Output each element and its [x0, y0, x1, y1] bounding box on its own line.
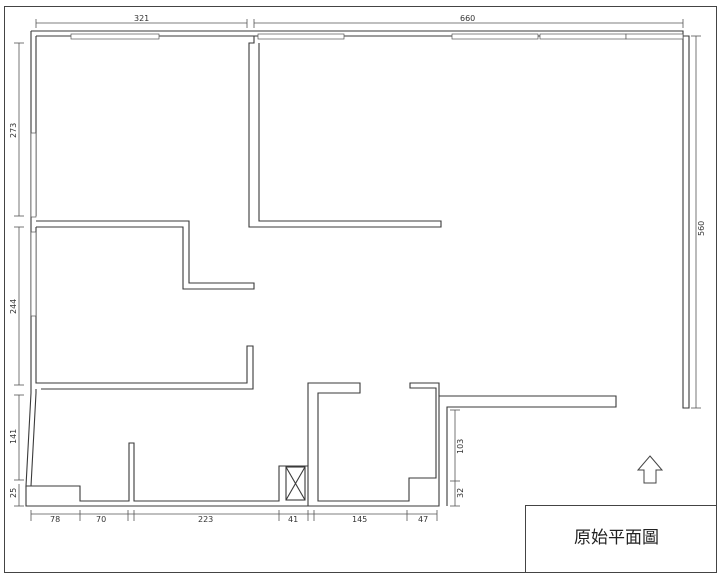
wall-bottom-left: [25, 442, 309, 507]
wall-exterior-right: [682, 35, 690, 409]
title-block: 原始平面圖: [525, 505, 717, 573]
dim-bottom-2: 70: [96, 515, 106, 524]
dim-top-left: 321: [134, 14, 149, 23]
window: [70, 33, 160, 40]
dim-bottom-5: 145: [352, 515, 367, 524]
wall-left-partition: [36, 220, 255, 290]
dim-right-lower-bottom: 32: [456, 488, 465, 498]
walls: [25, 30, 690, 507]
dim-left-middle: 244: [9, 299, 18, 314]
wall-lower-left: [25, 389, 37, 487]
dim-bottom-6: 47: [418, 515, 428, 524]
dim-bottom-1: 78: [50, 515, 60, 524]
dim-left-bottom: 25: [9, 488, 18, 498]
dim-top-right: 660: [460, 14, 475, 23]
duct-shaft-cross-b: [285, 466, 306, 501]
window: [30, 231, 37, 317]
dim-left-lower: 141: [9, 429, 18, 444]
window: [539, 33, 627, 40]
drawing-frame: [4, 6, 717, 573]
dim-bottom-3: 223: [198, 515, 213, 524]
dim-right-lower-upper: 103: [456, 439, 465, 454]
window: [625, 33, 684, 40]
window: [451, 33, 539, 40]
dim-left-upper: 273: [9, 123, 18, 138]
wall-bottom-closet: [307, 382, 440, 502]
title-box: [525, 505, 717, 573]
plan-title: 原始平面圖: [574, 528, 659, 548]
dim-bottom-4: 41: [288, 515, 298, 524]
north-arrow-icon: [636, 455, 664, 484]
wall-top-left-room: [248, 36, 442, 228]
windows: [30, 33, 684, 317]
wall-bottom-right: [308, 395, 617, 507]
dimensions: 321 660 560 273 244 141 25 103 32: [9, 14, 706, 524]
wall-exterior-top: [31, 30, 684, 37]
wall-left-middle-inner: [35, 227, 254, 390]
window: [257, 33, 345, 40]
window: [30, 132, 37, 218]
duct-shaft: [285, 466, 306, 501]
dim-right: 560: [697, 221, 706, 236]
